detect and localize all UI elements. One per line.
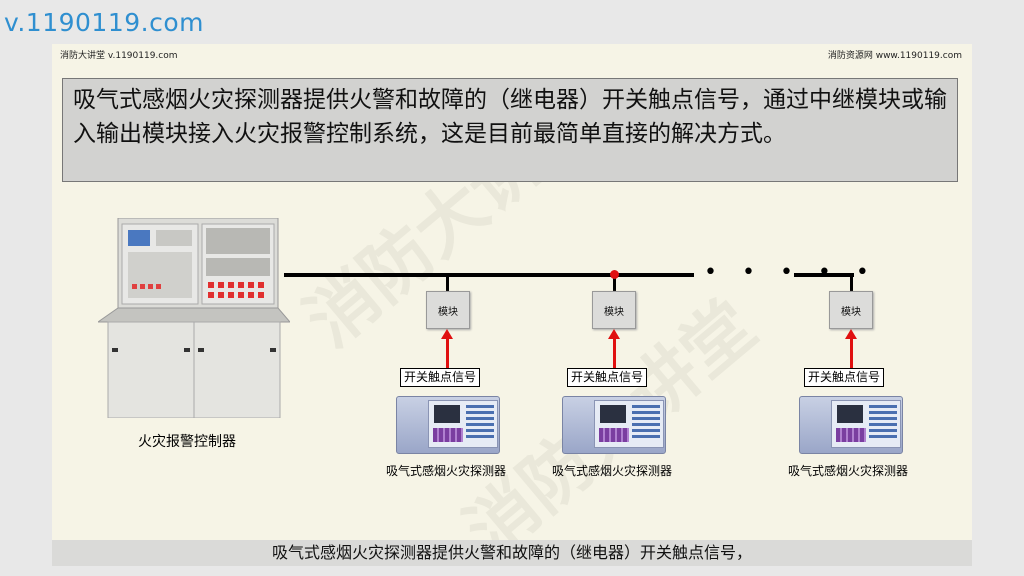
bus-line-main [284,273,694,277]
signal-arrow-1 [441,329,453,368]
module-label: 模块 [841,306,861,318]
drop-line-2 [613,273,616,291]
signal-label-2: 开关触点信号 [567,368,648,387]
aspirating-detector-2 [562,396,666,454]
panel-label: 火灾报警控制器 [138,434,236,450]
subtitle: 吸气式感烟火灾探测器提供火警和故障的（继电器）开关触点信号， [271,543,752,562]
signal-arrow-3 [845,329,857,368]
module-3: 模块 [829,291,873,329]
bus-line-end [794,273,854,277]
bus-joint [610,270,619,279]
signal-arrow-2 [608,329,620,368]
module-2: 模块 [592,291,636,329]
header-right: 消防资源网 www.1190119.com [827,51,962,61]
module-label: 模块 [438,306,458,318]
watermark-url: v.1190119.com [4,8,204,37]
fire-alarm-control-panel [98,218,290,418]
aspirating-detector-3 [799,396,903,454]
module-label: 模块 [604,306,624,318]
title-box: 吸气式感烟火灾探测器提供火警和故障的（继电器）开关触点信号，通过中继模块或输入输… [62,78,958,182]
module-1: 模块 [426,291,470,329]
detector-label-3: 吸气式感烟火灾探测器 [788,464,909,478]
slide: 消防大讲堂 消防大讲堂 消防大讲堂 v.1190119.com 消防资源网 ww… [52,44,972,540]
subtitle-bar: 吸气式感烟火灾探测器提供火警和故障的（继电器）开关触点信号， [52,540,972,566]
drop-line-3 [850,273,853,291]
bus-ellipsis: • • • • • [704,260,878,285]
detector-label-1: 吸气式感烟火灾探测器 [386,464,507,478]
signal-label-1: 开关触点信号 [400,368,481,387]
drop-line-1 [446,273,449,291]
header-left: 消防大讲堂 v.1190119.com [60,51,178,61]
detector-label-2: 吸气式感烟火灾探测器 [552,464,673,478]
aspirating-detector-1 [396,396,500,454]
signal-label-3: 开关触点信号 [804,368,885,387]
